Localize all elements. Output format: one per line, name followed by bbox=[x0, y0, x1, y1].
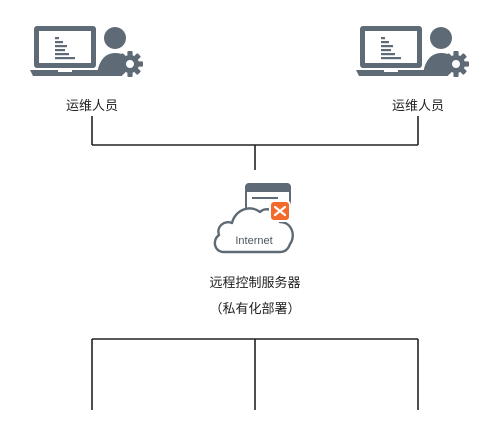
cloud-server: Internet bbox=[210, 180, 305, 265]
operator-right bbox=[356, 24, 476, 89]
operator-left-label: 运维人员 bbox=[65, 98, 119, 113]
server-name-label: 远程控制服务器 bbox=[209, 275, 301, 290]
server-note-label: （私有化部署） bbox=[209, 301, 301, 316]
cloud-internet-text: Internet bbox=[235, 235, 272, 247]
operator-left bbox=[30, 24, 150, 89]
operator-right-label: 运维人员 bbox=[391, 98, 445, 113]
operator-laptop-gear-icon bbox=[356, 26, 469, 77]
operator-laptop-gear-icon bbox=[30, 26, 143, 77]
cloud-server-icon: Internet bbox=[213, 183, 294, 254]
